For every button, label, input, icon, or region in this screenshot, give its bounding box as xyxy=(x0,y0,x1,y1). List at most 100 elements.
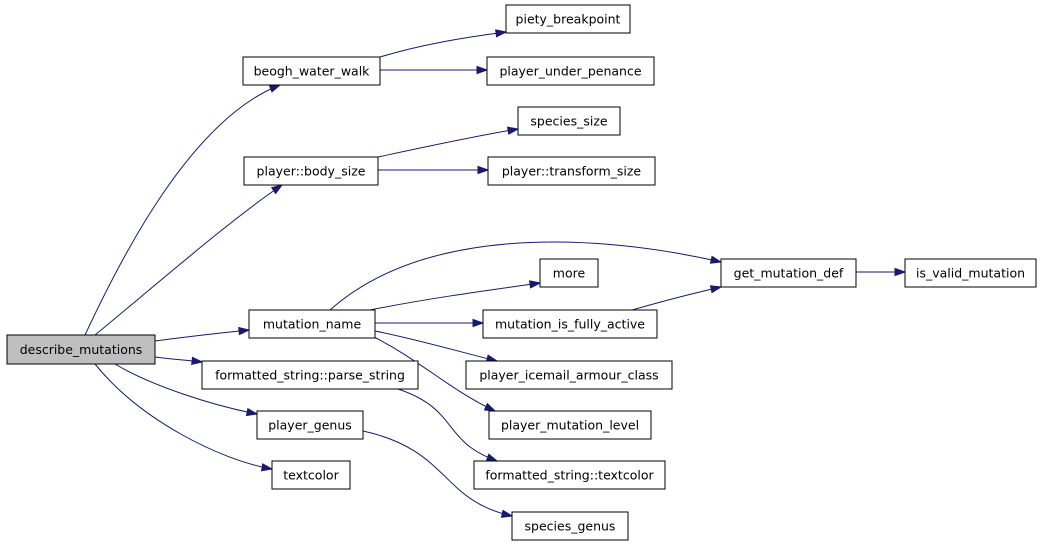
node-box[interactable] xyxy=(486,56,655,86)
node-label: beogh_water_walk xyxy=(254,64,371,79)
node-mutation-name[interactable]: mutation_name xyxy=(248,309,376,339)
arrowhead xyxy=(245,407,259,417)
arrowhead xyxy=(485,453,499,462)
edge-mutation_name-to-get_mutation_def xyxy=(329,241,723,311)
node-box[interactable] xyxy=(904,258,1037,288)
node-label: species_genus xyxy=(525,519,616,534)
node-label: player_genus xyxy=(268,418,352,433)
node-box[interactable] xyxy=(473,460,666,490)
node-box[interactable] xyxy=(248,309,376,339)
arrowhead xyxy=(260,463,274,472)
arrowhead xyxy=(483,402,497,412)
node-label: player_mutation_level xyxy=(501,418,639,433)
node-is-valid-mutation[interactable]: is_valid_mutation xyxy=(904,258,1037,288)
node-formatted-string-textcolor[interactable]: formatted_string::textcolor xyxy=(473,460,666,490)
node-player-body-size[interactable]: player::body_size xyxy=(243,156,379,186)
edge-mutation_name-to-more xyxy=(369,280,542,311)
node-label: more xyxy=(553,266,586,281)
node-player-under-penance[interactable]: player_under_penance xyxy=(486,56,655,86)
node-label: piety_breakpoint xyxy=(516,12,621,27)
edge-line xyxy=(374,330,498,362)
edge-mutation_name-to-player_icemail_armour_class xyxy=(374,330,499,363)
edge-line xyxy=(397,388,498,462)
edge-line xyxy=(94,184,283,336)
arrowhead xyxy=(238,326,251,336)
edge-describe_mutations-to-player_body_size xyxy=(94,184,284,336)
edge-line xyxy=(369,282,541,311)
node-box[interactable] xyxy=(271,460,351,490)
node-box[interactable] xyxy=(243,156,379,186)
node-box[interactable] xyxy=(539,258,599,288)
edge-get_mutation_def-to-is_valid_mutation xyxy=(856,267,907,277)
node-box[interactable] xyxy=(511,511,629,541)
arrowhead xyxy=(268,84,282,93)
node-mutation-is-fully-active[interactable]: mutation_is_fully_active xyxy=(482,309,658,339)
node-formatted-string-parse-string[interactable]: formatted_string::parse_string xyxy=(201,360,419,390)
edge-line xyxy=(377,128,519,158)
edge-line xyxy=(631,286,722,311)
node-box[interactable] xyxy=(487,156,656,186)
edge-describe_mutations-to-player_genus xyxy=(114,363,259,417)
edge-mutation_name-to-mutation_is_fully_active xyxy=(375,318,485,328)
arrowhead xyxy=(270,184,284,195)
node-get-mutation-def[interactable]: get_mutation_def xyxy=(720,258,857,288)
node-box[interactable] xyxy=(6,334,156,365)
arrowhead xyxy=(529,280,542,289)
edge-player_body_size-to-species_size xyxy=(377,126,520,158)
node-player-mutation-level[interactable]: player_mutation_level xyxy=(488,410,652,440)
node-piety-breakpoint[interactable]: piety_breakpoint xyxy=(505,4,631,34)
edge-describe_mutations-to-mutation_name xyxy=(154,326,251,342)
node-box[interactable] xyxy=(720,258,857,288)
node-species-genus[interactable]: species_genus xyxy=(511,511,629,541)
node-beogh-water-walk[interactable]: beogh_water_walk xyxy=(242,56,381,86)
node-label: mutation_name xyxy=(263,317,362,332)
edges-layer xyxy=(84,29,907,518)
node-box[interactable] xyxy=(505,4,631,34)
edge-player_genus-to-species_genus xyxy=(362,430,514,518)
edge-line xyxy=(114,363,258,415)
node-textcolor[interactable]: textcolor xyxy=(271,460,351,490)
node-box[interactable] xyxy=(482,309,658,339)
node-more[interactable]: more xyxy=(539,258,599,288)
edge-line xyxy=(329,241,722,311)
node-box[interactable] xyxy=(201,360,419,390)
node-box[interactable] xyxy=(465,360,673,390)
node-describe-mutations[interactable]: describe_mutations xyxy=(6,334,156,365)
arrowhead xyxy=(472,318,485,328)
arrowhead xyxy=(709,255,723,264)
arrowhead xyxy=(495,29,508,38)
node-label: player_icemail_armour_class xyxy=(479,368,658,383)
edge-mutation_is_fully_active-to-get_mutation_def xyxy=(631,285,723,311)
node-player-icemail-armour-class[interactable]: player_icemail_armour_class xyxy=(465,360,673,390)
edge-line xyxy=(371,335,496,412)
node-label: describe_mutations xyxy=(20,342,143,357)
edge-beogh_water_walk-to-piety_breakpoint xyxy=(379,29,508,58)
node-label: get_mutation_def xyxy=(734,266,844,281)
nodes-layer: describe_mutations beogh_water_walk piety_… xyxy=(6,4,1037,541)
arrowhead xyxy=(506,126,520,135)
node-box[interactable] xyxy=(242,56,381,86)
node-label: species_size xyxy=(530,114,607,129)
node-species-size[interactable]: species_size xyxy=(517,106,621,136)
arrowhead xyxy=(476,65,489,75)
node-label: formatted_string::parse_string xyxy=(215,368,405,383)
edge-describe_mutations-to-textcolor xyxy=(94,363,274,472)
node-player-genus[interactable]: player_genus xyxy=(256,410,364,440)
node-box[interactable] xyxy=(488,410,652,440)
node-label: textcolor xyxy=(283,468,339,483)
node-player-transform-size[interactable]: player::transform_size xyxy=(487,156,656,186)
node-label: mutation_is_fully_active xyxy=(495,317,645,332)
arrowhead xyxy=(709,285,723,294)
node-box[interactable] xyxy=(517,106,621,136)
edge-line xyxy=(379,31,507,58)
edge-describe_mutations-to-beogh_water_walk xyxy=(84,84,282,336)
node-label: player_under_penance xyxy=(499,64,641,79)
edge-player_body_size-to-player_transform_size xyxy=(378,165,490,175)
edge-line xyxy=(154,329,250,342)
arrowhead xyxy=(894,267,907,277)
arrowhead xyxy=(477,165,490,175)
node-label: player::transform_size xyxy=(502,164,642,179)
node-box[interactable] xyxy=(256,410,364,440)
arrowhead xyxy=(191,356,204,365)
